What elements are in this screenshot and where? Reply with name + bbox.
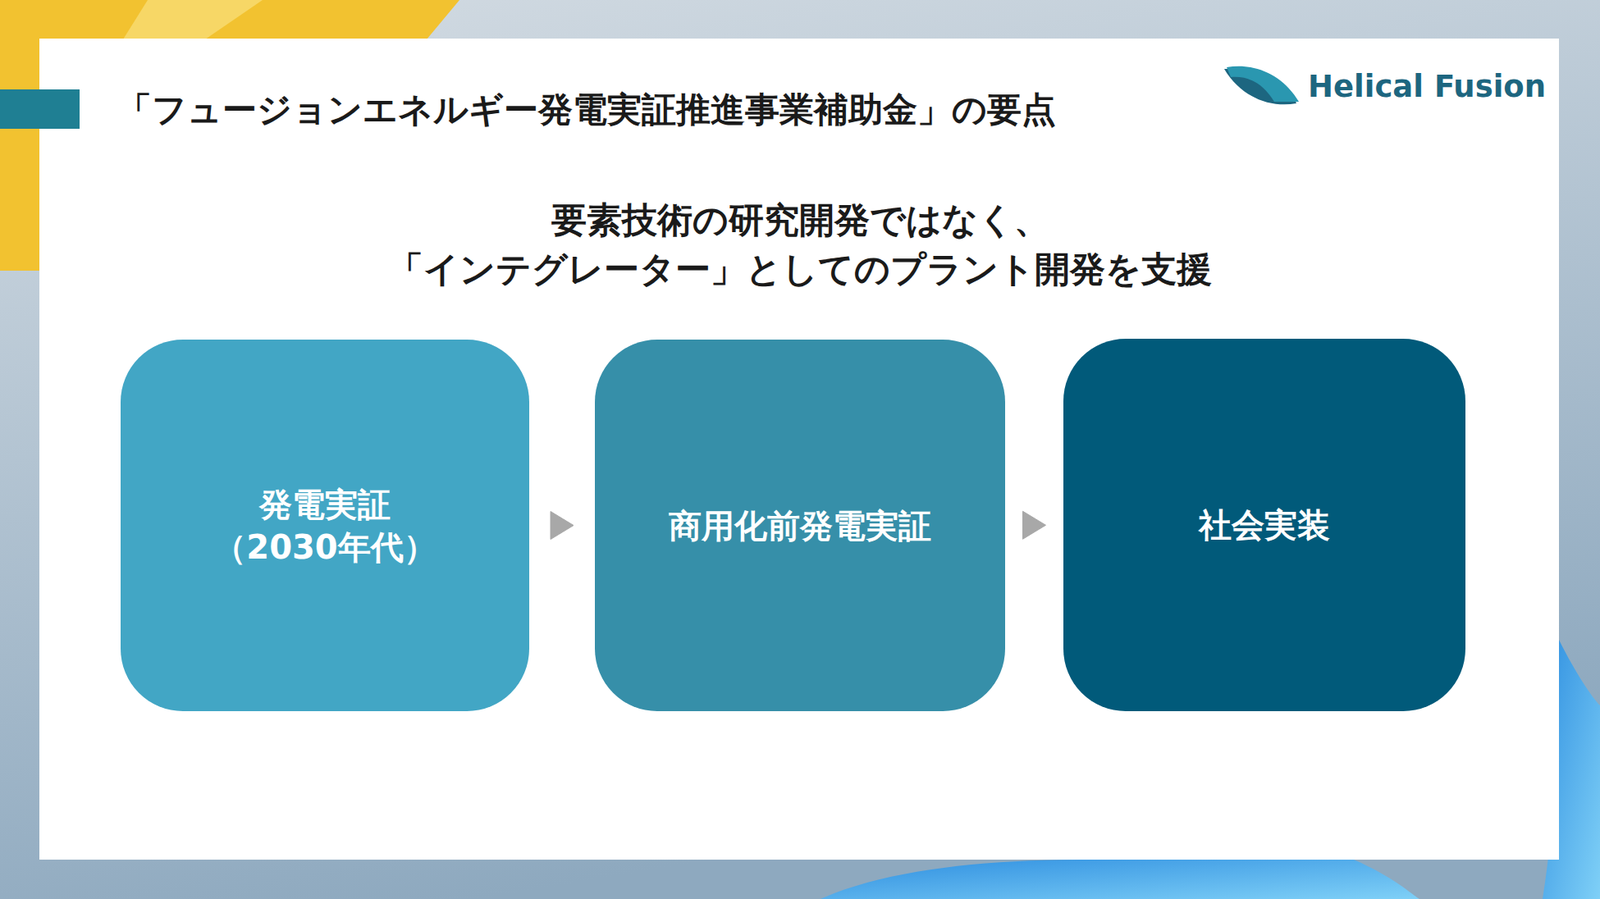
box-label: 商用化前発電実証 xyxy=(668,504,932,548)
title-bar xyxy=(0,89,80,129)
logo-icon xyxy=(1224,66,1299,106)
box-label: 発電実証 （2030年代） xyxy=(185,483,465,569)
box-label: 社会実装 xyxy=(1198,503,1331,547)
logo-text: Helical Fusion xyxy=(1307,68,1546,105)
slide-title: 「フュージョンエネルギー発電実証推進事業補助金」の要点 xyxy=(117,86,1056,133)
process-box: 社会実装 xyxy=(1063,338,1466,712)
subtitle-line: 「インテグレーター」としてのプラント開発を支援 xyxy=(388,246,1212,294)
process-box: 発電実証 （2030年代） xyxy=(120,339,530,712)
flow-arrow xyxy=(550,512,574,540)
flow-arrow xyxy=(1022,511,1046,540)
blue-accent xyxy=(820,859,1420,899)
slide-card xyxy=(39,38,1559,860)
yellow-accent-light xyxy=(123,0,263,40)
logo-swoosh xyxy=(1226,66,1299,102)
process-box: 商用化前発電実証 xyxy=(594,339,1006,712)
subtitle-line: 要素技術の研究開発ではなく、 xyxy=(551,196,1050,245)
